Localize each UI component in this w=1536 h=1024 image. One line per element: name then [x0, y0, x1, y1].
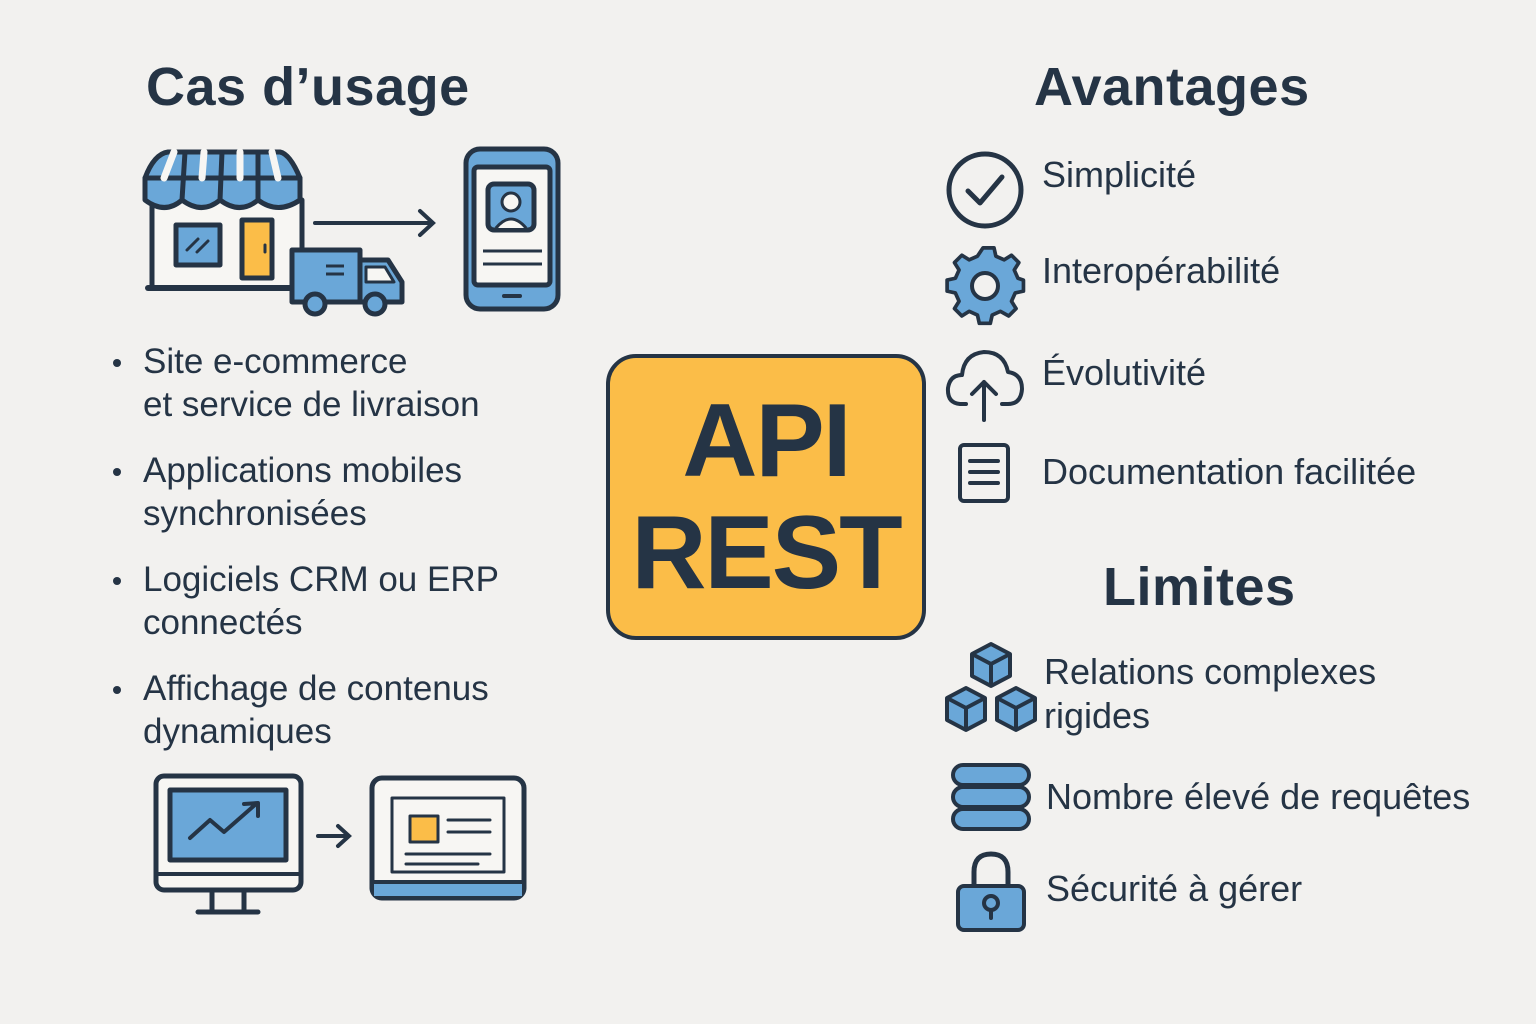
limit-label-line: rigides — [1044, 695, 1151, 736]
list-item-line: synchronisées — [143, 494, 367, 533]
advantages-heading: Avantages — [1034, 57, 1310, 117]
advantage-label: Interopérabilité — [1042, 250, 1281, 291]
smartphone-profile-icon — [463, 146, 561, 312]
list-item-line: et service de livraison — [143, 385, 480, 424]
arrow-right-icon — [313, 209, 436, 237]
arrow-right-icon — [316, 824, 352, 848]
storefront-icon — [142, 148, 308, 291]
advantage-label: Évolutivité — [1042, 352, 1207, 393]
list-item: Applications mobiles synchronisées — [110, 449, 580, 535]
advantage-label: Simplicité — [1042, 154, 1197, 195]
center-title-line: REST — [631, 495, 902, 611]
list-item-line: Affichage de contenus — [143, 669, 489, 708]
advantage-item: Évolutivité — [944, 342, 1206, 424]
list-item: Site e-commerce et service de livraison — [110, 340, 580, 426]
advantage-item: Simplicité — [944, 149, 1196, 231]
bullet-dot — [113, 577, 121, 585]
limit-label: Relations complexes rigides — [1044, 650, 1376, 738]
limit-item: Sécurité à gérer — [950, 850, 1302, 932]
limit-label: Sécurité à gérer — [1046, 868, 1303, 909]
list-item-line: Site e-commerce — [143, 342, 408, 381]
bullet-dot — [113, 686, 121, 694]
dynamic-content-illustration — [153, 773, 527, 915]
padlock-icon — [950, 850, 1032, 932]
delivery-truck-icon — [289, 247, 405, 317]
list-item: Logiciels CRM ou ERP connectés — [110, 558, 580, 644]
center-title-line: API — [682, 383, 851, 499]
limit-item: Nombre élevé de requêtes — [950, 756, 1470, 838]
use-cases-heading: Cas d’usage — [146, 57, 470, 117]
list-item-line: dynamiques — [143, 712, 332, 751]
api-rest-box: API REST — [606, 354, 926, 640]
ecommerce-illustration — [142, 146, 561, 317]
database-stack-icon — [950, 756, 1032, 838]
document-icon — [944, 433, 1026, 515]
limit-item: Relations complexes rigides — [944, 640, 1376, 740]
advantage-label: Documentation facilitée — [1042, 451, 1417, 492]
advantage-item: Documentation facilitée — [944, 433, 1416, 515]
list-item: Affichage de contenus dynamiques — [110, 667, 580, 753]
laptop-content-icon — [369, 775, 527, 901]
cubes-icon — [944, 640, 1038, 740]
limit-label-line: Relations complexes — [1044, 651, 1377, 692]
list-item-line: connectés — [143, 603, 303, 642]
bullet-dot — [113, 468, 121, 476]
advantage-item: Interopérabilité — [944, 245, 1280, 327]
use-cases-list: Site e-commerce et service de livraison A… — [110, 340, 580, 776]
list-item-line: Applications mobiles — [143, 451, 463, 490]
cloud-upload-icon — [944, 342, 1026, 424]
limit-label: Nombre élevé de requêtes — [1046, 776, 1471, 817]
gear-icon — [944, 245, 1026, 327]
list-item-line: Logiciels CRM ou ERP — [143, 560, 499, 599]
desktop-chart-icon — [153, 773, 304, 915]
limits-heading: Limites — [1103, 557, 1296, 617]
bullet-dot — [113, 359, 121, 367]
check-circle-icon — [944, 149, 1026, 231]
